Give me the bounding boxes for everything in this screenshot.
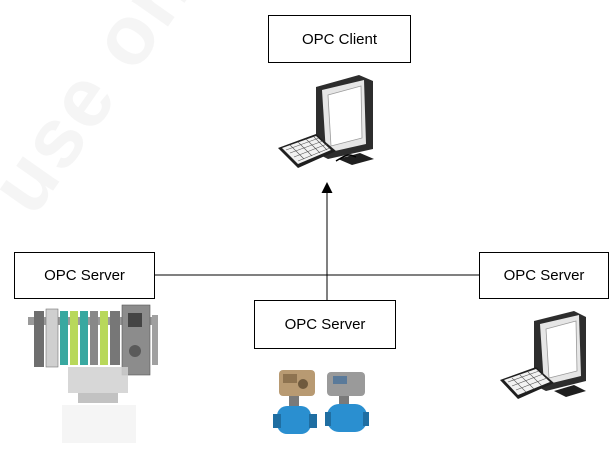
server-computer-icon	[500, 311, 586, 399]
opc-server-box-right: OPC Server	[479, 252, 609, 299]
plc-rack-icon	[28, 304, 158, 443]
valve-actuators-icon	[273, 370, 369, 434]
client-computer-icon	[278, 75, 374, 168]
uplink-arrowhead	[321, 182, 333, 193]
opc-server-box-middle: OPC Server	[254, 300, 396, 349]
opc-server-label: OPC Server	[44, 267, 125, 284]
opc-server-label: OPC Server	[503, 267, 585, 284]
opc-server-label: OPC Server	[284, 316, 366, 333]
opc-client-box: OPC Client	[268, 15, 411, 63]
opc-server-box-left: OPC Server	[14, 252, 155, 299]
opc-client-label: OPC Client	[301, 30, 378, 48]
